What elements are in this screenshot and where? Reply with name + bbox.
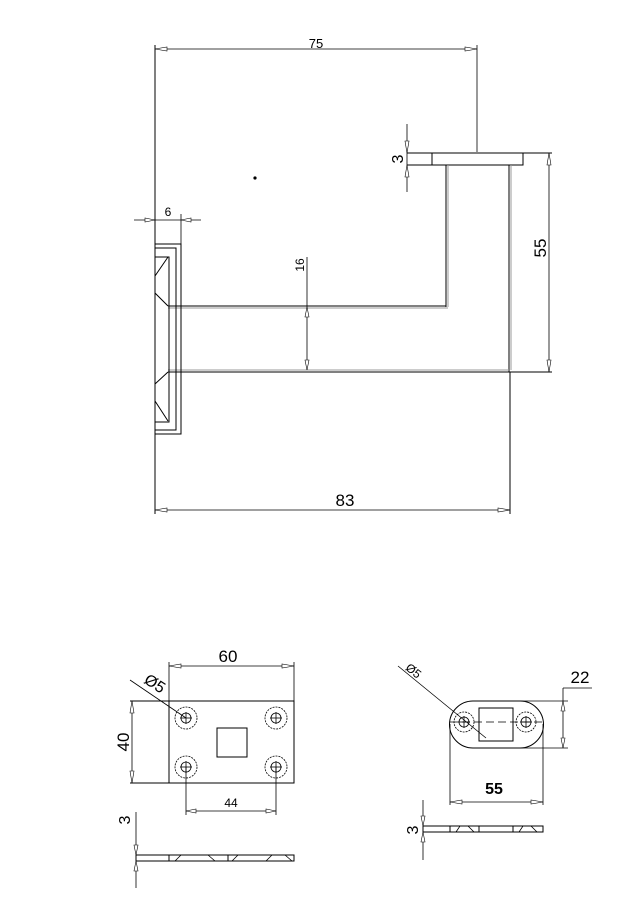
dimension-label: 55 bbox=[531, 239, 550, 258]
dimension-label: 16 bbox=[293, 258, 307, 272]
dimension-75: 75 bbox=[154, 36, 478, 152]
dimension-hole-diameter: Ø5 bbox=[129, 671, 187, 719]
wall-plate-side-view: 3 bbox=[117, 812, 295, 888]
handrail-bracket-post bbox=[168, 165, 552, 373]
dimension-3-top: 3 bbox=[390, 124, 410, 192]
dimension-83: 83 bbox=[154, 372, 511, 514]
dimension-label: Ø5 bbox=[403, 660, 424, 681]
side-view: 75 3 55 bbox=[134, 36, 552, 514]
dimension-44: 44 bbox=[185, 767, 277, 815]
square-cutout bbox=[478, 707, 514, 742]
mounting-holes bbox=[174, 706, 288, 779]
dimension-label: 83 bbox=[336, 491, 355, 510]
dimension-label: 6 bbox=[165, 205, 172, 219]
dimension-60: 60 bbox=[168, 647, 295, 701]
wall-plate-view: 60 40 44 Ø5 bbox=[114, 647, 295, 888]
dimension-40: 40 bbox=[114, 700, 135, 784]
top-saddle-plate bbox=[431, 152, 524, 166]
dimension-label: Ø5 bbox=[141, 671, 168, 697]
dimension-6: 6 bbox=[134, 205, 201, 244]
dimension-55: 55 bbox=[531, 152, 552, 373]
dimension-22: 22 bbox=[520, 668, 592, 749]
dimension-label: 55 bbox=[485, 781, 503, 798]
dimension-16: 16 bbox=[293, 257, 310, 371]
square-cutout bbox=[216, 727, 248, 758]
dimension-label: 22 bbox=[571, 668, 590, 687]
saddle-plate-side-view: 3 bbox=[405, 800, 544, 860]
dimension-label: 40 bbox=[114, 733, 133, 752]
dimension-label: 44 bbox=[224, 796, 238, 810]
dimension-label: 3 bbox=[117, 815, 134, 824]
dimension-label: 75 bbox=[309, 36, 323, 51]
dimension-label: 60 bbox=[219, 647, 238, 666]
center-point bbox=[253, 176, 257, 180]
dimension-label: 3 bbox=[390, 154, 407, 163]
dimension-55-saddle: 55 bbox=[449, 724, 544, 805]
wall-plate-section bbox=[154, 243, 182, 435]
dimension-label: 3 bbox=[405, 825, 422, 834]
saddle-plate-view: Ø5 22 55 3 bbox=[397, 660, 592, 860]
